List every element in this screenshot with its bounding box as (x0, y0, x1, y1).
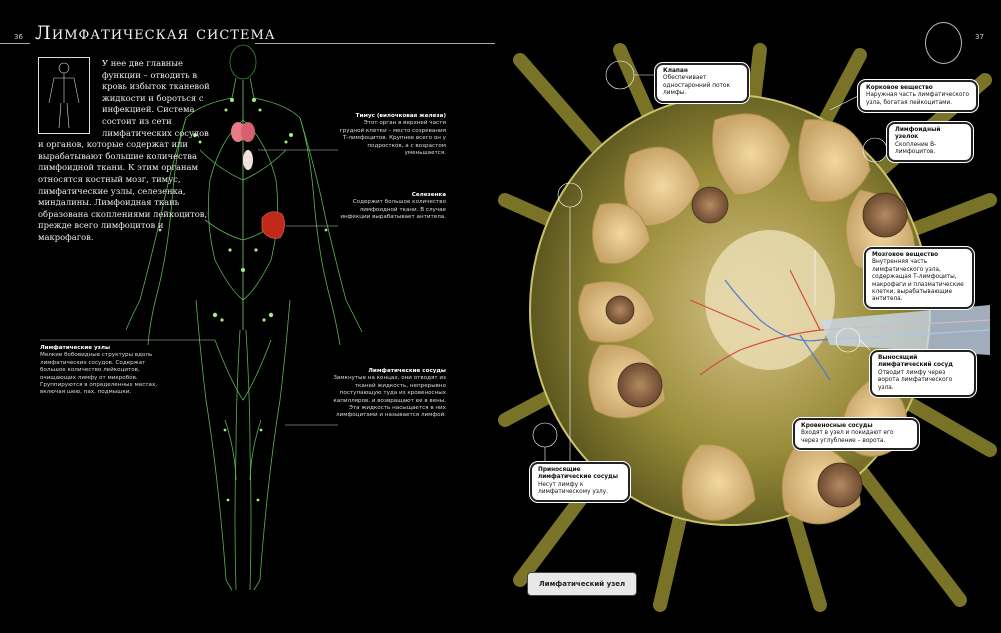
callout-valve-title: Клапан (663, 68, 688, 74)
callout-efferent-title: Выносящий лимфатический сосуд (878, 355, 953, 369)
callout-efferent-text: Отводит лимфу через ворота лимфатическог… (878, 369, 953, 391)
callout-cortex-text: Наружная часть лимфатического узла, бога… (866, 92, 970, 106)
page-number-left: 36 (14, 33, 23, 41)
callout-blood-vessels-text: Входят в узел и покидают его через углуб… (801, 430, 894, 444)
callout-thymus: Тимус (вилочковая железа) Этот орган в в… (338, 113, 446, 157)
intro-paragraph: У нее две главные функции – отводить в к… (38, 58, 210, 242)
callout-valve-text: Обеспечивает одностаронний поток лимфы. (663, 75, 730, 97)
callout-afferent-title: Приносящие лимфатические сосуды (538, 467, 618, 481)
callout-thymus-title: Тимус (вилочковая железа) (355, 113, 446, 119)
lymph-node-dots (158, 98, 328, 502)
human-figure-icon (925, 22, 962, 64)
callout-spleen-title: Селезенка (411, 192, 446, 198)
title-rule (255, 43, 495, 44)
callout-lymph-nodes: Лимфатические узлы Мелкие бобовидные стр… (40, 345, 165, 397)
callout-afferent: Приносящие лимфатические сосуды Несут ли… (530, 462, 630, 502)
callout-blood-vessels: Кровеносные сосуды Входят в узел и покид… (793, 418, 919, 451)
intro-text-block: У нее две главные функции – отводить в к… (38, 58, 210, 244)
body-thumbnail (38, 57, 90, 134)
lymph-node-label: Лимфатический узел (527, 572, 637, 596)
callout-valve: Клапан Обеспечивает одностаронний поток … (655, 63, 749, 103)
callout-lymph-vessels: Лимфатические сосуды Замкнутые на концах… (330, 368, 446, 420)
callout-spleen-text: Содержит большое количество лимфоидной т… (340, 199, 446, 221)
callout-lymph-nodes-text: Мелкие бобовидные структуры вдоль лимфат… (40, 352, 158, 396)
callout-medulla-title: Мозговое вещество (872, 252, 939, 258)
human-figure (125, 44, 363, 591)
callout-nodule-text: Скопление В-лимфоцитов. (895, 141, 937, 156)
left-leader-lines (40, 149, 338, 426)
callout-thymus-text: Этот орган в верхней части грудной клетк… (339, 120, 446, 157)
intro-float-spacer (38, 58, 96, 132)
callout-lymph-nodes-title: Лимфатические узлы (40, 345, 111, 351)
callout-medulla: Мозговое вещество Внутренняя часть лимфа… (864, 247, 974, 309)
callout-spleen: Селезенка Содержит большое количество ли… (338, 192, 446, 222)
callout-lymph-vessels-text: Замкнутые на концах, они отводят из ткан… (333, 375, 446, 419)
callout-cortex: Корковое вещество Наружная часть лимфати… (858, 80, 978, 113)
callout-afferent-text: Несут лимфу к лимфатическому узлу. (538, 481, 608, 496)
page-title: Лимфатическая система (35, 22, 276, 44)
callout-efferent: Выносящий лимфатический сосуд Отводит ли… (870, 350, 976, 398)
callout-nodule-title: Лимфоидный узелок (895, 127, 941, 141)
callout-blood-vessels-title: Кровеносные сосуды (801, 423, 873, 429)
title-rule-left (0, 43, 30, 44)
spleen-organ (261, 211, 285, 239)
callout-medulla-text: Внутренняя часть лимфатического узла, со… (872, 259, 964, 303)
page-number-right: 37 (975, 33, 984, 41)
thymus-organ (231, 122, 255, 170)
callout-nodule: Лимфоидный узелок Скопление В-лимфоцитов… (887, 122, 973, 162)
callout-cortex-title: Корковое вещество (866, 85, 933, 91)
lymph-node-illustration (498, 43, 997, 612)
callout-lymph-vessels-title: Лимфатические сосуды (368, 368, 446, 374)
body-thumbnail-icon (48, 62, 80, 129)
